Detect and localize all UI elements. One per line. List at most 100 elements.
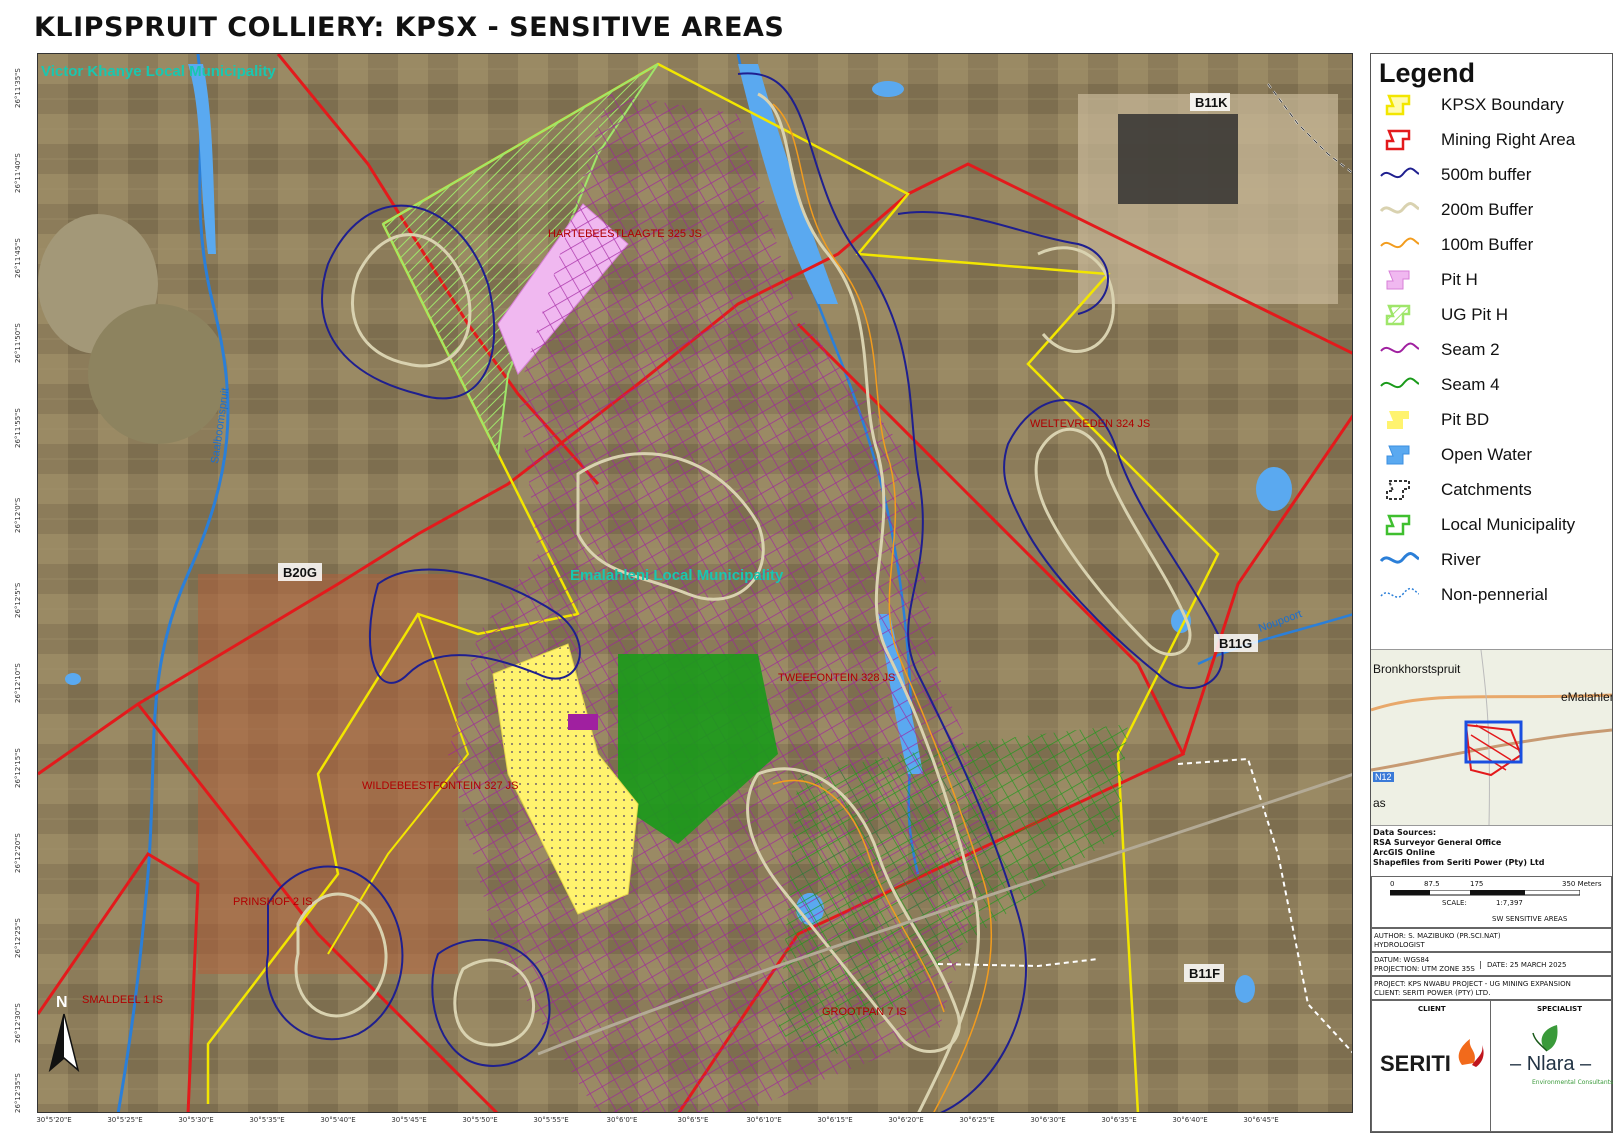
map-svg: Victor Khanye Local Municipality Emalahl… [38, 54, 1352, 1112]
nlara-logo: – Nlara – [1510, 1053, 1592, 1075]
legend-label: UG Pit H [1441, 305, 1509, 324]
legend-label: 200m Buffer [1441, 200, 1534, 219]
road [537, 773, 1352, 1056]
open-water [188, 64, 216, 254]
catchment-label-bg [1190, 93, 1230, 111]
buffer-200m [1034, 427, 1192, 656]
specialist-header: SPECIALIST [1537, 1005, 1582, 1013]
legend-label: Mining Right Area [1441, 130, 1576, 149]
data-source: ArcGIS Online [1373, 848, 1436, 857]
line-500m-icon [1380, 167, 1419, 179]
lon-tick: 30°6'5"E [677, 1116, 709, 1124]
lat-tick: 26°12'25"S [14, 918, 22, 958]
author-box: AUTHOR: S. MAZIBUKO (PR.SCI.NAT) HYDROLO… [1371, 928, 1612, 952]
seam-4-solid [618, 654, 778, 844]
datum-box: DATUM: WGS84 PROJECTION: UTM ZONE 35S DA… [1371, 952, 1612, 976]
inset-label: Bronkhorstspruit [1373, 662, 1461, 676]
river-noupoort [1197, 613, 1352, 666]
legend-item-river: River [1379, 545, 1607, 575]
mining-right-line [1181, 414, 1352, 755]
buffer-500m [737, 72, 1028, 1112]
client-header: CLIENT [1418, 1005, 1446, 1013]
open-water-icon [1386, 445, 1410, 465]
buffer-200m [453, 958, 535, 1047]
buffer-200m [1037, 246, 1115, 353]
data-sources: Data Sources: RSA Surveyor General Offic… [1373, 828, 1544, 868]
lon-tick: 30°6'25"E [959, 1116, 995, 1124]
legend-label: 100m Buffer [1441, 235, 1534, 254]
legend-item-ugpith: UG Pit H [1379, 300, 1607, 330]
catchment-label-bg [278, 563, 322, 581]
scale-label: SCALE: [1442, 899, 1467, 907]
author: AUTHOR: S. MAZIBUKO (PR.SCI.NAT) [1374, 932, 1501, 940]
legend-title: Legend [1379, 58, 1476, 88]
data-source: RSA Surveyor General Office [1373, 838, 1502, 847]
non-perennial-icon [1380, 587, 1419, 598]
lon-tick: 30°5'45"E [391, 1116, 427, 1124]
inset-label: N12 [1373, 772, 1394, 782]
scale-box: 0 87.5 175 350 Meters SCALE: 1:7,397 SW … [1371, 876, 1612, 928]
coal-stockpile [1118, 114, 1238, 204]
scale-tick: 175 [1470, 880, 1484, 888]
open-water [738, 64, 838, 304]
mining-right-line [136, 703, 499, 1112]
projection: PROJECTION: UTM ZONE 35S [1374, 965, 1475, 973]
seriti-flame-icon [1458, 1039, 1484, 1067]
legend-item-lm: Local Municipality [1379, 510, 1607, 540]
map-title: KLIPSPRUIT COLLIERY: KPSX - SENSITIVE AR… [34, 12, 785, 43]
inset-label: eMalahleni [1561, 690, 1612, 704]
catchment-icon [1386, 480, 1410, 500]
legend-label: Seam 2 [1441, 340, 1500, 359]
legend-item-kpsx: KPSX Boundary [1379, 90, 1607, 120]
legend-label: Pit H [1441, 270, 1478, 289]
catchment-label: B11G [1219, 636, 1252, 651]
lon-tick: 30°5'25"E [107, 1116, 143, 1124]
legend-label: 500m buffer [1441, 165, 1532, 184]
nlara-logo-text: Nlara [1526, 1053, 1575, 1075]
buffer-200m [757, 92, 980, 1112]
north-arrow: N [48, 994, 80, 1073]
scale-tick: 87.5 [1424, 880, 1440, 888]
mining-right-icon [1385, 129, 1411, 151]
pivot-field [88, 304, 228, 444]
lon-tick: 30°6'10"E [746, 1116, 782, 1124]
scale-tick: 350 Meters [1562, 880, 1602, 888]
local-municipality-icon [1385, 514, 1411, 536]
map-name: SW SENSITIVE AREAS [1492, 915, 1568, 923]
catchment-label: B11K [1195, 95, 1228, 110]
logos-box: CLIENT SPECIALIST SERITI – Nlara – Envir… [1371, 1000, 1613, 1132]
property-label: WILDEBEESTFONTEIN 327 JS [362, 780, 518, 792]
river-icon [1379, 552, 1419, 564]
project: PROJECT: KPS NWABU PROJECT - UG MINING E… [1374, 980, 1571, 988]
legend-panel: Legend KPSX Boundary Mining Right Area 5… [1370, 53, 1613, 1133]
legend-item-mining: Mining Right Area [1379, 125, 1607, 155]
lat-tick: 26°12'15"S [14, 748, 22, 788]
line-200m-icon [1379, 202, 1419, 214]
kpsx-boundary [327, 613, 470, 955]
lon-tick: 30°5'30"E [178, 1116, 214, 1124]
legend-item-water: Open Water [1379, 440, 1607, 470]
legend-label: KPSX Boundary [1441, 95, 1564, 114]
open-water [65, 673, 81, 685]
urban-area [198, 574, 458, 974]
catchment-label: B20G [283, 565, 317, 580]
legend-item-nonper: Non-pennerial [1379, 580, 1607, 610]
buffer-500m [265, 865, 404, 1041]
legend-item-pitbd: Pit BD [1379, 405, 1607, 435]
municipality-label: Emalahleni Local Municipality [570, 567, 784, 584]
longitude-ticks: 30°5'20"E 30°5'25"E 30°5'30"E 30°5'35"E … [36, 1113, 1353, 1133]
map-canvas[interactable]: Victor Khanye Local Municipality Emalahl… [37, 53, 1353, 1113]
lat-tick: 26°12'20"S [14, 833, 22, 873]
inset-svg [1371, 650, 1612, 825]
logo-divider [1490, 1001, 1491, 1131]
legend-label: Seam 4 [1441, 375, 1500, 394]
catchment-boundary [1177, 757, 1352, 1054]
legend-label: Open Water [1441, 445, 1533, 464]
buffer-500m [431, 938, 551, 1067]
catchment-boundary [937, 958, 1099, 968]
catchment-label-bg [1184, 964, 1224, 982]
pit-bd-icon [1387, 411, 1409, 429]
buffer-100m [772, 779, 945, 1013]
lat-tick: 26°11'55"S [14, 408, 22, 448]
legend-label: Non-pennerial [1441, 585, 1548, 604]
